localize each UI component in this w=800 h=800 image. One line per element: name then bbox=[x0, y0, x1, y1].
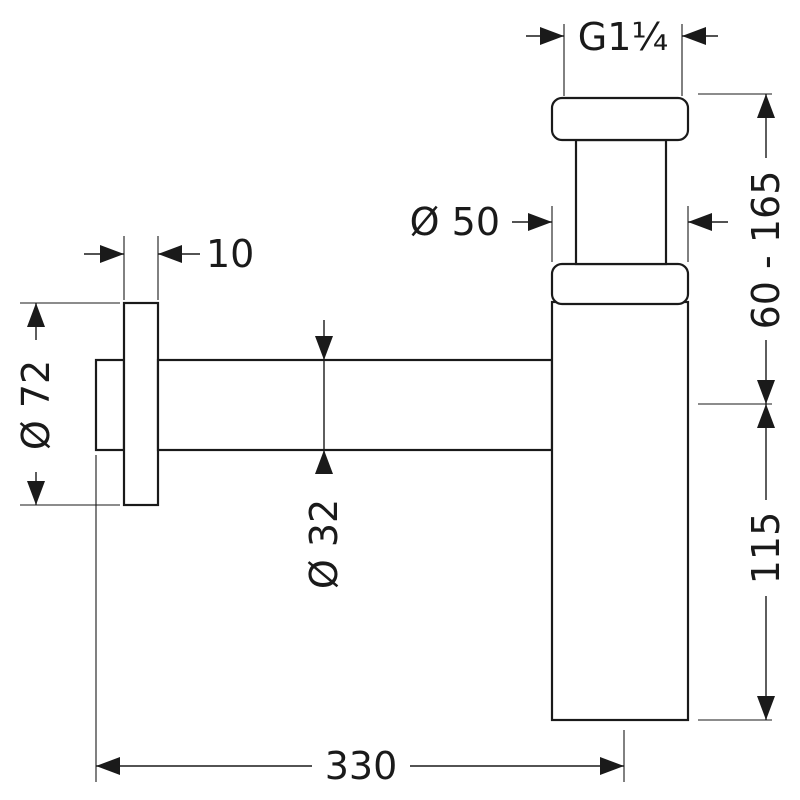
flange-diameter-label: Ø 72 bbox=[14, 360, 58, 450]
arrow-left bbox=[682, 27, 706, 45]
arrow-up bbox=[27, 303, 45, 327]
tube-diameter-label: Ø 50 bbox=[410, 200, 500, 244]
arrow-up bbox=[315, 450, 333, 474]
flange-thickness-label: 10 bbox=[206, 232, 254, 276]
siphon-parts bbox=[94, 96, 690, 722]
arrow-down bbox=[27, 481, 45, 505]
pipe-diameter-label: Ø 32 bbox=[302, 499, 346, 589]
wall-distance-label: 330 bbox=[325, 744, 398, 788]
dimension-labels: G1¼ Ø 50 10 Ø 72 Ø 32 330 60 - 165 115 bbox=[14, 15, 788, 788]
arrow-right bbox=[528, 213, 552, 231]
top-nut bbox=[550, 96, 690, 142]
arrow-left bbox=[688, 213, 712, 231]
arrow-right bbox=[600, 757, 624, 775]
wall-flange bbox=[122, 301, 160, 507]
siphon-body bbox=[550, 300, 690, 722]
thread-label: G1¼ bbox=[578, 15, 668, 59]
lower-collar bbox=[550, 262, 690, 306]
horizontal-pipe bbox=[156, 358, 554, 452]
arrow-left bbox=[96, 757, 120, 775]
height-lower-label: 115 bbox=[744, 512, 788, 585]
arrow-up bbox=[757, 404, 775, 428]
wall-escutcheon-back bbox=[94, 358, 126, 452]
arrow-up bbox=[757, 94, 775, 118]
height-adjustable-label: 60 - 165 bbox=[744, 171, 788, 330]
arrow-down bbox=[757, 380, 775, 404]
arrow-down bbox=[315, 336, 333, 360]
dimension-arrows bbox=[27, 27, 775, 775]
extension-lines bbox=[20, 24, 772, 782]
arrow-left bbox=[158, 245, 182, 263]
arrow-right bbox=[100, 245, 124, 263]
arrow-right bbox=[540, 27, 564, 45]
arrow-down bbox=[757, 696, 775, 720]
vertical-tube bbox=[574, 138, 668, 266]
